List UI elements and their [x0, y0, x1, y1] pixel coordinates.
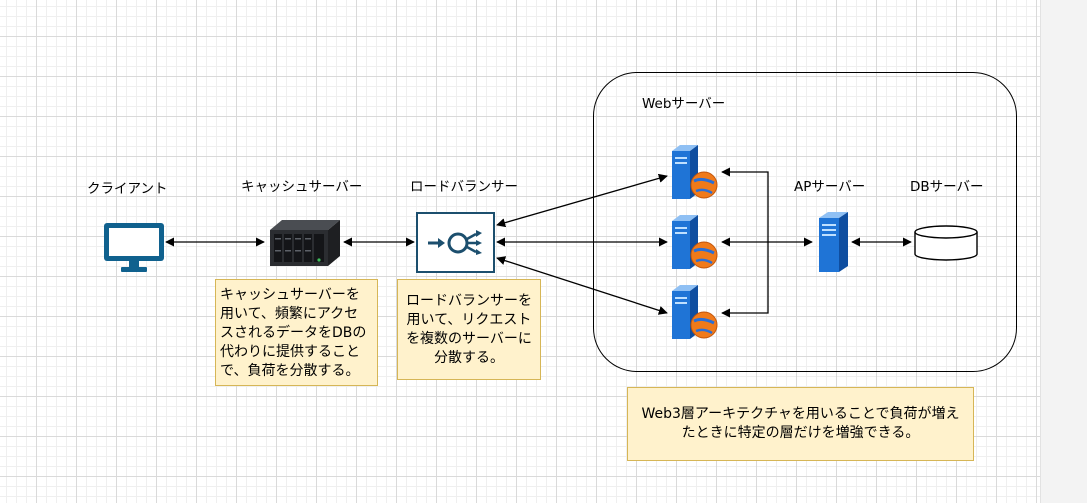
- cache-note-text: キャッシュサーバーを 用いて、頻繁にアクセ スされるデータをDBの 代わりに提供…: [220, 287, 367, 379]
- load-balancer-note-text: ロードバランサーを 用いて、リクエスト を複数のサーバーに 分散する。: [406, 293, 532, 366]
- db-server-label: DBサーバー: [910, 179, 984, 195]
- web-server-node-3[interactable]: [668, 283, 720, 343]
- cache-note[interactable]: キャッシュサーバーを 用いて、頻繁にアクセ スされるデータをDBの 代わりに提供…: [215, 279, 378, 386]
- cache-server-label: キャッシュサーバー: [241, 179, 363, 195]
- edge-loadbalancer-web1[interactable]: [496, 173, 668, 228]
- web-server-node-2[interactable]: [668, 213, 720, 273]
- diagram-canvas: クライアント キャッシュサーバー ロードバランサー Webサーバー APサーバー…: [0, 0, 1040, 503]
- edge-web3-ap[interactable]: [721, 242, 769, 318]
- edge-web1-ap[interactable]: [721, 167, 769, 242]
- connectors: [165, 167, 912, 318]
- web-server-icon: [672, 145, 718, 199]
- side-panel: [1040, 0, 1087, 503]
- load-balancer-note[interactable]: ロードバランサーを 用いて、リクエスト を複数のサーバーに 分散する。: [397, 279, 541, 380]
- web-server-node-1[interactable]: [668, 143, 720, 203]
- cache-server-node[interactable]: [266, 216, 342, 268]
- ap-server-label: APサーバー: [794, 179, 866, 195]
- edge-loadbalancer-web3[interactable]: [496, 256, 668, 315]
- client-label: クライアント: [87, 181, 168, 197]
- database-icon: [914, 225, 978, 261]
- load-balancer-icon: [416, 212, 495, 273]
- server-rack-icon: [270, 220, 340, 266]
- web-server-icon: [672, 215, 718, 269]
- web-server-label: Webサーバー: [642, 96, 726, 112]
- client-node[interactable]: [103, 222, 165, 274]
- load-balancer-node[interactable]: [416, 212, 495, 273]
- ap-server-node[interactable]: [816, 210, 852, 274]
- monitor-icon: [104, 223, 164, 272]
- web3-note[interactable]: Web3層アーキテクチャを用いることで負荷が増え たときに特定の層だけを増強でき…: [627, 387, 974, 461]
- application-server-icon: [819, 212, 848, 272]
- load-balancer-label: ロードバランサー: [410, 179, 518, 195]
- web-server-icon: [672, 285, 718, 339]
- web3-note-text: Web3層アーキテクチャを用いることで負荷が増え たときに特定の層だけを増強でき…: [641, 406, 960, 441]
- db-server-node[interactable]: [913, 224, 979, 262]
